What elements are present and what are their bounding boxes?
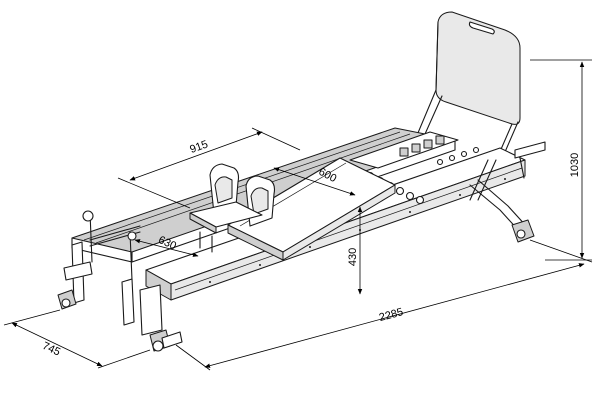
headrest [189, 201, 263, 253]
backrest-panel [414, 11, 521, 171]
rear-frame [469, 141, 546, 243]
footbar [82, 210, 141, 281]
front-frame [57, 241, 183, 352]
width-label: 745 [40, 340, 62, 359]
knob-icon [82, 210, 94, 222]
carriage-length-label: 915 [188, 138, 209, 156]
carriage-height-label: 430 [347, 248, 359, 266]
wheel-icon [152, 340, 164, 352]
height-label: 1030 [569, 153, 581, 177]
wheel-icon [61, 298, 71, 308]
length-label: 2285 [378, 306, 405, 324]
knob-icon [127, 231, 137, 241]
handle-slot-icon [468, 21, 495, 35]
wheel-icon [516, 229, 526, 239]
dimension-height: 1030 [530, 59, 592, 261]
dimension-carriage-length: 915 [117, 127, 301, 209]
dimension-carriage-height: 430 [347, 206, 363, 295]
